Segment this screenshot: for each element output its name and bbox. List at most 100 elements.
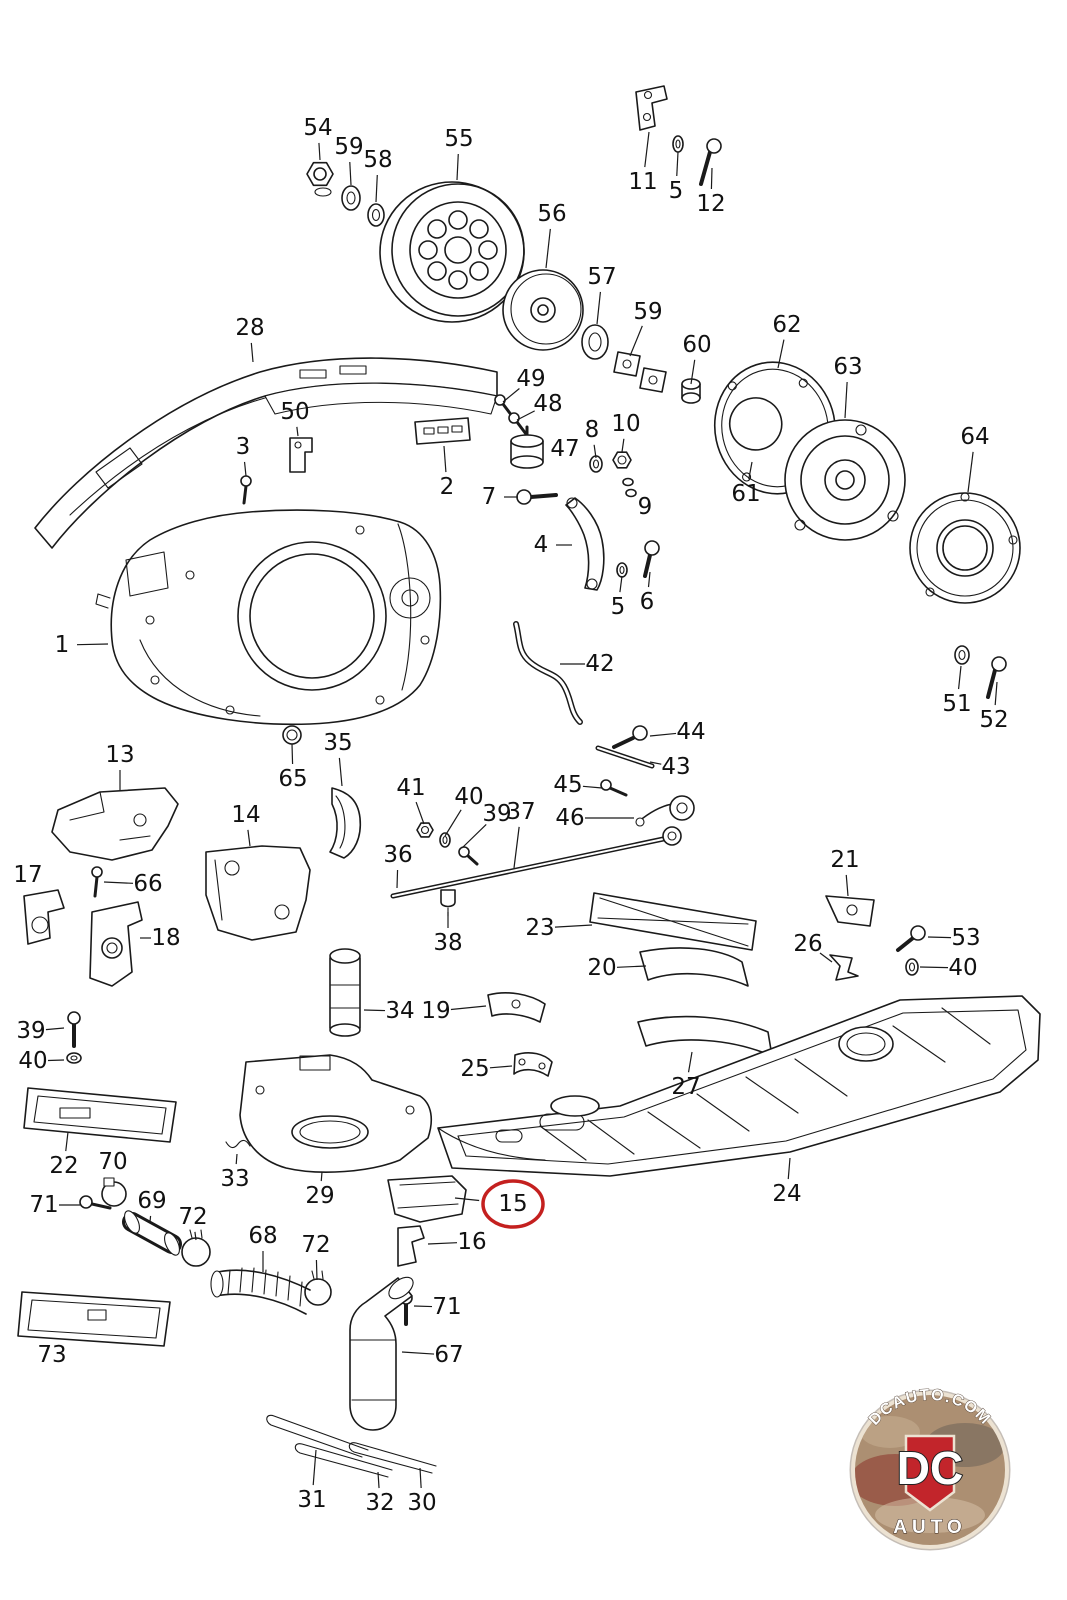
part-label-16[interactable]: 16: [457, 1229, 486, 1255]
part-label-21[interactable]: 21: [830, 847, 859, 873]
part-label-57[interactable]: 57: [587, 264, 616, 290]
part-label-60[interactable]: 60: [682, 332, 711, 358]
part-label-20[interactable]: 20: [587, 955, 616, 981]
part-label-58[interactable]: 58: [363, 147, 392, 173]
leader-line-65: [291, 743, 294, 765]
part-label-46[interactable]: 46: [555, 805, 584, 831]
part-label-54[interactable]: 54: [303, 115, 332, 141]
part-label-53[interactable]: 53: [951, 925, 980, 951]
part-label-49[interactable]: 49: [516, 366, 545, 392]
part-label-71[interactable]: 71: [29, 1192, 58, 1218]
part-label-37[interactable]: 37: [506, 799, 535, 825]
part-label-4[interactable]: 4: [534, 532, 549, 558]
part-label-45[interactable]: 45: [553, 772, 582, 798]
part-label-72[interactable]: 72: [301, 1232, 330, 1258]
leader-line-66: [103, 881, 134, 884]
part-label-41[interactable]: 41: [396, 775, 425, 801]
leader-line-55: [456, 153, 459, 181]
part-72-clamp2-drawing: [304, 1270, 332, 1306]
part-label-32[interactable]: 32: [365, 1490, 394, 1516]
part-label-35[interactable]: 35: [323, 730, 352, 756]
logo-outer-shadow: [849, 1389, 1011, 1551]
part-label-63[interactable]: 63: [833, 354, 862, 380]
part-label-1[interactable]: 1: [55, 632, 70, 658]
part-label-27[interactable]: 27: [671, 1074, 700, 1100]
leader-line-61: [748, 461, 753, 480]
part-label-73[interactable]: 73: [37, 1342, 66, 1368]
part-label-29[interactable]: 29: [305, 1183, 334, 1209]
part-label-11[interactable]: 11: [628, 169, 657, 195]
leader-line-6: [647, 571, 651, 588]
part-label-2[interactable]: 2: [440, 474, 455, 500]
part-label-66[interactable]: 66: [133, 871, 162, 897]
part-label-52[interactable]: 52: [979, 707, 1008, 733]
part-24-floor-plate-drawing: [437, 995, 1041, 1177]
part-label-15[interactable]: 15: [498, 1191, 527, 1217]
part-label-19[interactable]: 19: [421, 998, 450, 1024]
part-label-13[interactable]: 13: [105, 742, 134, 768]
leader-line-1: [76, 643, 109, 646]
part-label-71[interactable]: 71: [432, 1294, 461, 1320]
part-label-59[interactable]: 59: [334, 134, 363, 160]
part-label-18[interactable]: 18: [151, 925, 180, 951]
part-label-42[interactable]: 42: [585, 651, 614, 677]
highlight-circle-part-15[interactable]: [481, 1179, 545, 1229]
part-label-62[interactable]: 62: [772, 312, 801, 338]
part-label-28[interactable]: 28: [235, 315, 264, 341]
part-48-screw-drawing: [508, 412, 528, 436]
part-label-5[interactable]: 5: [611, 594, 626, 620]
part-label-24[interactable]: 24: [772, 1181, 801, 1207]
part-label-3[interactable]: 3: [236, 434, 251, 460]
part-label-39[interactable]: 39: [16, 1018, 45, 1044]
part-label-34[interactable]: 34: [385, 998, 414, 1024]
part-label-30[interactable]: 30: [407, 1490, 436, 1516]
part-label-5[interactable]: 5: [669, 178, 684, 204]
part-label-40[interactable]: 40: [948, 955, 977, 981]
part-label-65[interactable]: 65: [278, 766, 307, 792]
part-23-cross-brace-drawing: [589, 892, 757, 951]
part-9-washers-drawing: [622, 477, 637, 498]
part-label-33[interactable]: 33: [220, 1166, 249, 1192]
part-label-38[interactable]: 38: [433, 930, 462, 956]
part-label-6[interactable]: 6: [640, 589, 655, 615]
leader-line-32: [377, 1471, 380, 1489]
part-label-70[interactable]: 70: [98, 1149, 127, 1175]
part-label-48[interactable]: 48: [533, 391, 562, 417]
leader-line-26: [819, 952, 833, 963]
leader-line-50: [296, 426, 299, 437]
part-label-40[interactable]: 40: [454, 784, 483, 810]
part-label-36[interactable]: 36: [383, 842, 412, 868]
part-label-43[interactable]: 43: [661, 754, 690, 780]
part-label-55[interactable]: 55: [444, 126, 473, 152]
part-label-44[interactable]: 44: [676, 719, 705, 745]
part-label-56[interactable]: 56: [537, 201, 566, 227]
part-label-59[interactable]: 59: [633, 299, 662, 325]
part-32-strap-drawing: [294, 1443, 393, 1478]
part-label-69[interactable]: 69: [137, 1188, 166, 1214]
part-label-9[interactable]: 9: [638, 494, 653, 520]
part-label-67[interactable]: 67: [434, 1342, 463, 1368]
part-label-50[interactable]: 50: [280, 399, 309, 425]
part-label-51[interactable]: 51: [942, 691, 971, 717]
part-label-17[interactable]: 17: [13, 862, 42, 888]
part-label-26[interactable]: 26: [793, 931, 822, 957]
part-label-40[interactable]: 40: [18, 1048, 47, 1074]
part-label-7[interactable]: 7: [482, 484, 497, 510]
part-label-72[interactable]: 72: [178, 1204, 207, 1230]
leader-line-72: [315, 1259, 318, 1281]
part-label-14[interactable]: 14: [231, 802, 260, 828]
part-label-12[interactable]: 12: [696, 191, 725, 217]
part-label-25[interactable]: 25: [460, 1056, 489, 1082]
part-label-47[interactable]: 47: [550, 436, 579, 462]
part-label-8[interactable]: 8: [585, 417, 600, 443]
part-label-31[interactable]: 31: [297, 1487, 326, 1513]
part-label-64[interactable]: 64: [960, 424, 989, 450]
part-label-39[interactable]: 39: [482, 801, 511, 827]
part-label-10[interactable]: 10: [611, 411, 640, 437]
leader-line-2: [443, 445, 447, 473]
part-label-23[interactable]: 23: [525, 915, 554, 941]
part-label-22[interactable]: 22: [49, 1153, 78, 1179]
leader-line-14: [247, 829, 251, 847]
part-label-68[interactable]: 68: [248, 1223, 277, 1249]
part-label-61[interactable]: 61: [731, 481, 760, 507]
